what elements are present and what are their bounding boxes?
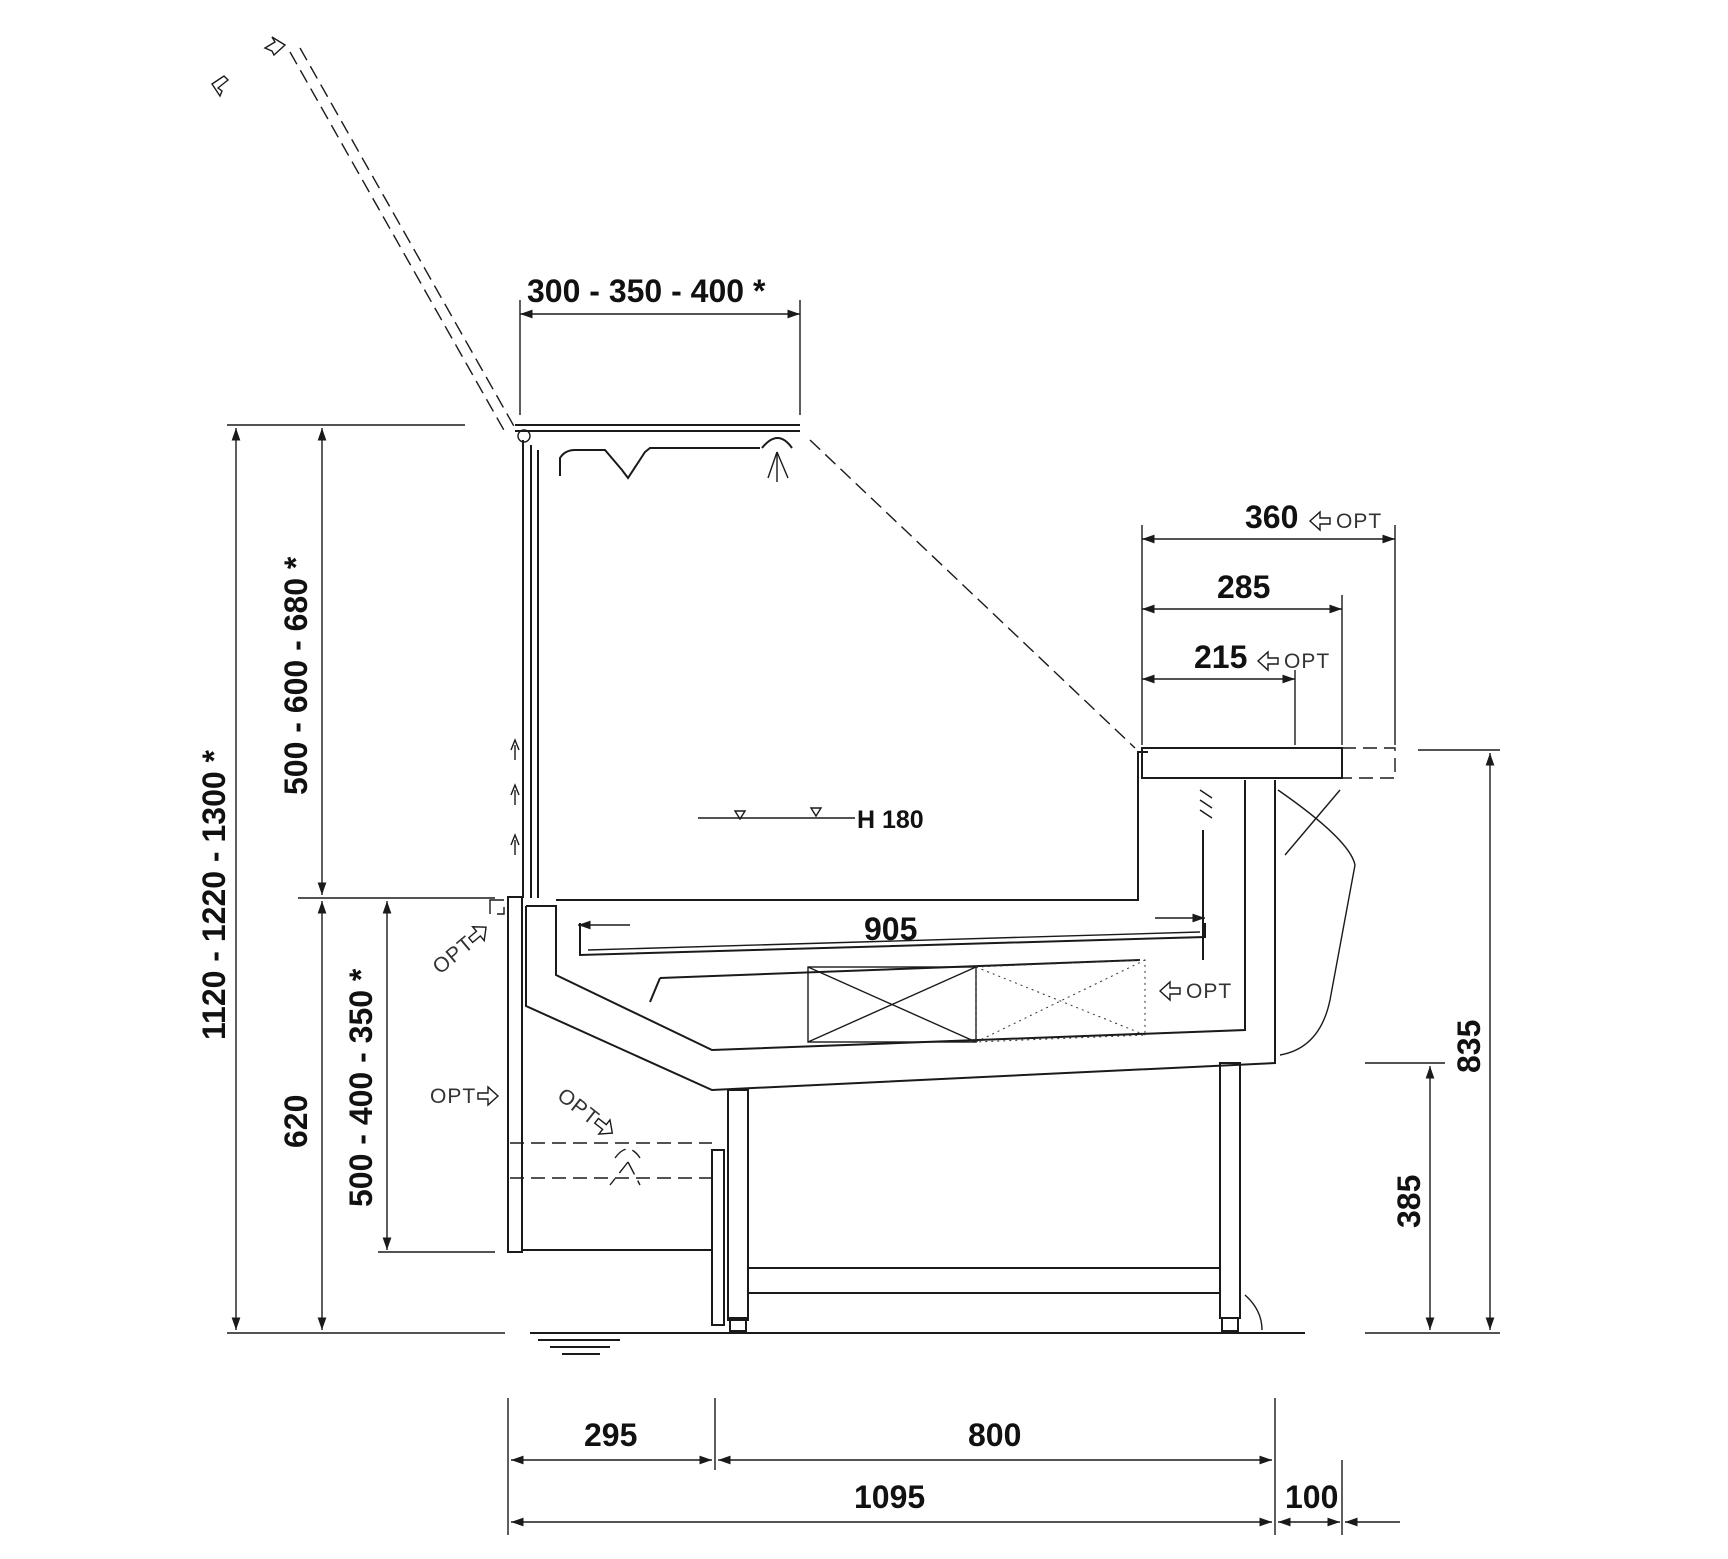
opt-text: OPT: [1336, 510, 1382, 533]
dim-shelf-285: 285: [1217, 569, 1270, 605]
dim-shelf-360: 360: [1245, 499, 1298, 535]
hollow-arrow-icon: [1308, 510, 1331, 532]
opt-text: OPT: [1284, 650, 1330, 673]
hollow-arrow-icon: [467, 925, 487, 944]
dim-inner-width: 905: [864, 911, 917, 947]
opt-label-shelf-215: OPT: [1256, 650, 1330, 673]
dimension-texts: 300 - 350 - 400 * 360 285 215 905 H 180 …: [196, 273, 1487, 1515]
hollow-arrow-icon: [263, 36, 287, 57]
lamp-icon: [761, 437, 793, 482]
hollow-arrow-icon: [211, 75, 230, 98]
hollow-arrow-icon: [1256, 650, 1279, 672]
opt-text: OPT: [428, 932, 478, 979]
dim-canopy-depth: 300 - 350 - 400 *: [527, 273, 766, 309]
opt-label-shelf-360: OPT: [1308, 510, 1382, 533]
opt-label-front-lower: OPT: [430, 1085, 500, 1108]
hollow-arrow-icon: [1158, 980, 1181, 1002]
hollow-arrow-icon: [593, 1117, 614, 1135]
opt-label-evaporator: OPT: [1158, 980, 1232, 1003]
ground-symbol-icon: [538, 1339, 620, 1355]
opt-label-front-upper: OPT: [428, 925, 487, 979]
opt-text: OPT: [1186, 980, 1232, 1003]
dim-shelf-215: 215: [1194, 639, 1247, 675]
lamp-icon: [609, 1148, 641, 1186]
dim-base-depth: 800: [968, 1417, 1021, 1453]
dimension-lines: [227, 300, 1500, 1535]
dim-front-depth: 295: [584, 1417, 637, 1453]
dim-counter-height: 620: [278, 1095, 314, 1148]
hollow-arrow-icon: [477, 1085, 500, 1107]
dim-front-panel-height: 500 - 400 - 350 *: [343, 968, 379, 1207]
display-level-label: H 180: [857, 806, 924, 834]
dim-overall-depth: 1095: [854, 1479, 925, 1515]
dim-shelf-top-height: 835: [1451, 1020, 1487, 1073]
opt-label-base: OPT: [553, 1084, 614, 1135]
dim-total-height: 1120 - 1220 - 1300 *: [196, 749, 232, 1040]
dim-rear-overhang: 100: [1285, 1479, 1338, 1515]
opt-text: OPT: [430, 1085, 476, 1108]
cabinet-outline: [289, 47, 1396, 1355]
dim-service-step-height: 385: [1391, 1175, 1427, 1228]
dim-glass-height: 500 - 600 - 680 *: [278, 556, 314, 795]
